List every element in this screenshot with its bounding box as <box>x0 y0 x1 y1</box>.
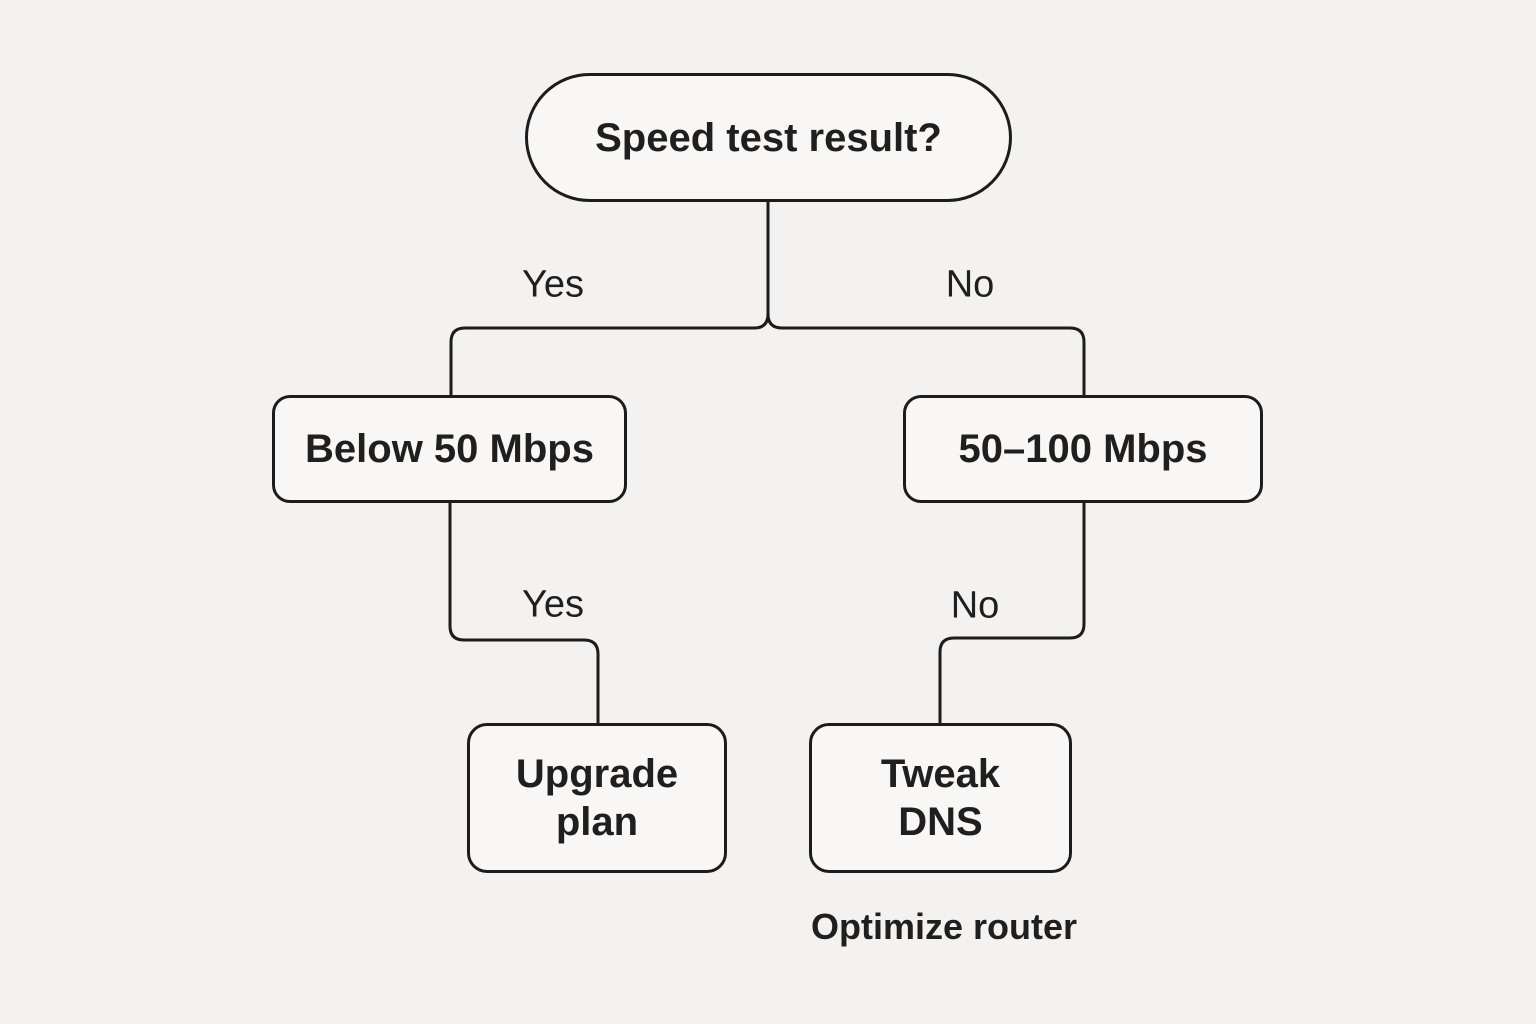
edge-root-to-50-100 <box>766 201 1086 395</box>
edge-label-below50-yes: Yes <box>522 583 584 626</box>
caption-optimize-router: Optimize router <box>810 906 1078 947</box>
edge-label-root-no: No <box>945 263 995 306</box>
edge-below50-to-upgrade <box>448 503 600 723</box>
edge-label-root-yes: Yes <box>522 263 584 306</box>
node-upgrade-plan: Upgrade plan <box>467 723 727 873</box>
edge-50-100-to-tweak <box>938 503 1086 723</box>
node-50-100-mbps: 50–100 Mbps <box>903 395 1263 503</box>
node-50-100-mbps-label: 50–100 Mbps <box>958 427 1208 471</box>
edge-root-to-below50 <box>449 201 770 395</box>
node-below-50-mbps-label: Below 50 Mbps <box>305 427 594 471</box>
node-speed-test-result-label: Speed test result? <box>595 115 942 160</box>
node-tweak-dns: Tweak DNS <box>809 723 1072 873</box>
edge-label-50-100-no: No <box>950 584 1000 627</box>
node-tweak-dns-label: Tweak DNS <box>880 752 1001 844</box>
node-speed-test-result: Speed test result? <box>525 73 1012 202</box>
node-upgrade-plan-label: Upgrade plan <box>515 752 679 844</box>
node-below-50-mbps: Below 50 Mbps <box>272 395 627 503</box>
